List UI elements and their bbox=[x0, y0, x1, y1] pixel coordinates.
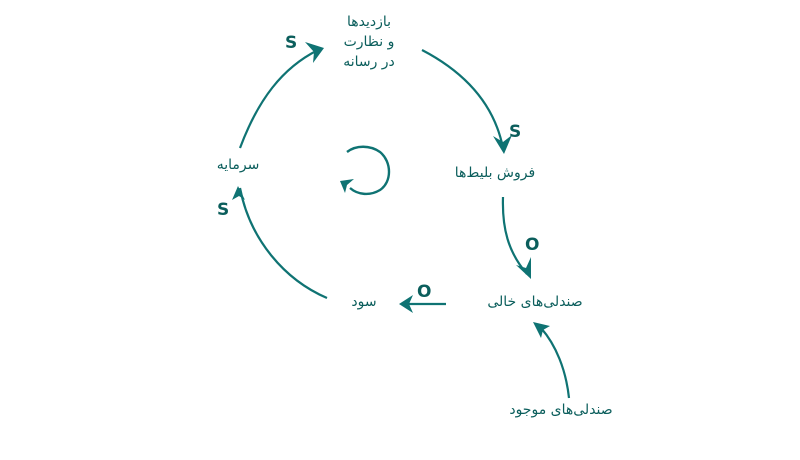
link-ticket-sales-to-empty-seats bbox=[501, 196, 531, 279]
arrowhead-icon bbox=[399, 295, 413, 313]
polarity-media-ticket-sales: S bbox=[509, 122, 522, 142]
node-profit: سود bbox=[351, 294, 377, 310]
polarity-capital-media: S bbox=[285, 33, 298, 53]
link-profit-to-capital bbox=[232, 186, 328, 300]
link-capital-to-media bbox=[238, 42, 324, 149]
polarity-ticket-sales-empty-seats: O bbox=[525, 235, 540, 255]
arrowhead-icon bbox=[493, 135, 512, 154]
node-ticket-sales: فروش بلیط‌ها bbox=[454, 165, 536, 181]
loop-arrow-icon bbox=[340, 145, 391, 196]
link-media-to-ticket-sales bbox=[421, 49, 512, 154]
polarity-profit-capital: S bbox=[217, 200, 230, 220]
node-media-line1: بازدیدها bbox=[346, 14, 392, 30]
polarity-empty-seats-profit: O bbox=[417, 282, 432, 302]
link-available-seats-to-empty-seats bbox=[533, 322, 571, 399]
arrowhead-icon bbox=[516, 257, 531, 279]
arrowhead-icon bbox=[232, 186, 245, 200]
arrowhead-icon bbox=[305, 42, 324, 63]
node-media-visits: بازدیدها و نظارت در رسانه bbox=[334, 12, 404, 72]
node-capital: سرمایه bbox=[216, 157, 260, 173]
node-empty-seats: صندلی‌های خالی bbox=[487, 294, 583, 310]
node-available-seats: صندلی‌های موجود bbox=[509, 402, 613, 418]
node-media-line3: در رسانه bbox=[343, 54, 395, 70]
node-media-line2: و نظارت bbox=[343, 34, 395, 50]
arrowhead-icon bbox=[533, 322, 550, 338]
link-empty-seats-to-profit bbox=[399, 295, 446, 313]
